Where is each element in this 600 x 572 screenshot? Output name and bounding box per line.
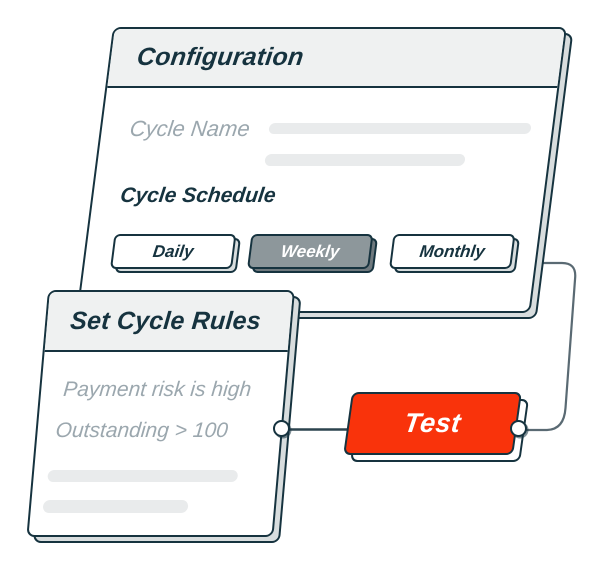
rule-payment-risk: Payment risk is high bbox=[62, 378, 253, 401]
test-button[interactable]: Test bbox=[343, 392, 530, 462]
set-cycle-rules-card-face: Set Cycle Rules Payment risk is high Out… bbox=[26, 290, 296, 537]
configuration-card-header: Configuration bbox=[107, 29, 565, 88]
schedule-option-monthly[interactable]: Monthly bbox=[388, 234, 520, 273]
rule-placeholder-bar-1 bbox=[47, 470, 239, 482]
cycle-name-input-placeholder-bar bbox=[268, 123, 532, 134]
cycle-name-label: Cycle Name bbox=[128, 116, 252, 141]
monthly-button-label: Monthly bbox=[388, 234, 516, 269]
test-output-port[interactable] bbox=[510, 420, 527, 437]
cycle-name-secondary-placeholder-bar bbox=[264, 154, 466, 166]
rules-output-port[interactable] bbox=[273, 420, 290, 437]
rule-outstanding: Outstanding > 100 bbox=[54, 419, 229, 442]
configuration-card-face: Configuration Cycle Name Cycle Schedule … bbox=[76, 27, 568, 313]
loop-connector-line bbox=[526, 261, 577, 432]
daily-button-label: Daily bbox=[109, 234, 237, 269]
set-cycle-rules-card-title: Set Cycle Rules bbox=[69, 306, 263, 335]
set-cycle-rules-card: Set Cycle Rules Payment risk is high Out… bbox=[26, 290, 302, 543]
test-button-face: Test bbox=[343, 392, 522, 455]
test-button-label: Test bbox=[402, 408, 464, 438]
configuration-card-title: Configuration bbox=[135, 43, 306, 71]
set-cycle-rules-card-header: Set Cycle Rules bbox=[44, 292, 293, 352]
cycle-schedule-label: Cycle Schedule bbox=[118, 184, 278, 207]
schedule-option-daily[interactable]: Daily bbox=[109, 234, 241, 273]
configuration-card: Configuration Cycle Name Cycle Schedule … bbox=[76, 27, 574, 319]
schedule-option-weekly[interactable]: Weekly bbox=[246, 234, 378, 273]
rule-placeholder-bar-2 bbox=[42, 500, 189, 513]
weekly-button-label: Weekly bbox=[246, 234, 374, 269]
